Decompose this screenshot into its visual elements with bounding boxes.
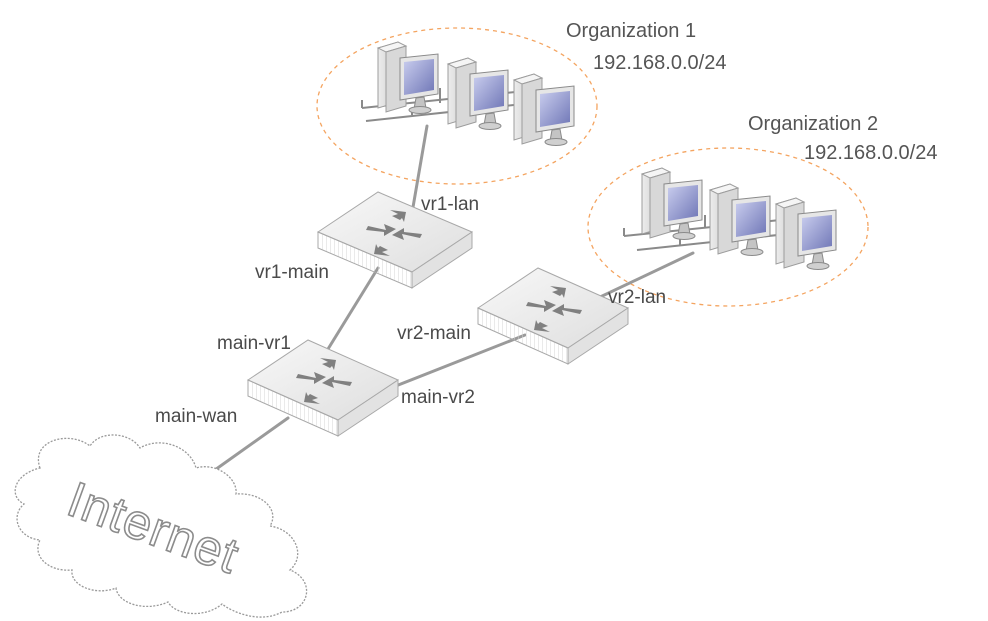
org1-subnet: 192.168.0.0/24 [593,52,727,74]
port-label-vr1-lan: vr1-lan [421,194,480,215]
port-label-main-wan: main-wan [155,406,238,427]
link-main-internet [203,416,290,479]
port-label-main-vr2: main-vr2 [401,387,475,408]
link-main-vr2 [376,333,527,395]
org2-name: Organization 2 [748,113,879,135]
router-icon [316,191,474,289]
workstation-icon [512,73,575,146]
link-vr1-main [318,266,380,364]
port-label-vr2-main: vr2-main [397,323,471,344]
port-label-vr1-main: vr1-main [255,262,329,283]
workstation-icon [640,167,703,240]
org2-computers [640,167,837,270]
network-links [203,124,695,479]
org1-computers [376,41,575,146]
org1-boundary [316,27,598,185]
port-label-vr2-lan: vr2-lan [608,287,667,308]
port-label-main-vr1: main-vr1 [217,333,291,354]
org2-boundary [587,147,869,307]
cloud-icon [14,434,308,618]
router-icon [476,267,630,365]
org2-subnet: 192.168.0.0/24 [804,142,938,164]
link-vr2-org2 [596,251,695,300]
workstation-icon [446,57,509,130]
org1-name: Organization 1 [566,20,697,42]
workstation-icon [774,197,837,270]
workstation-icon [708,183,771,256]
workstation-icon [376,41,439,114]
router-icon [246,339,400,437]
link-org1-vr1 [410,124,429,215]
